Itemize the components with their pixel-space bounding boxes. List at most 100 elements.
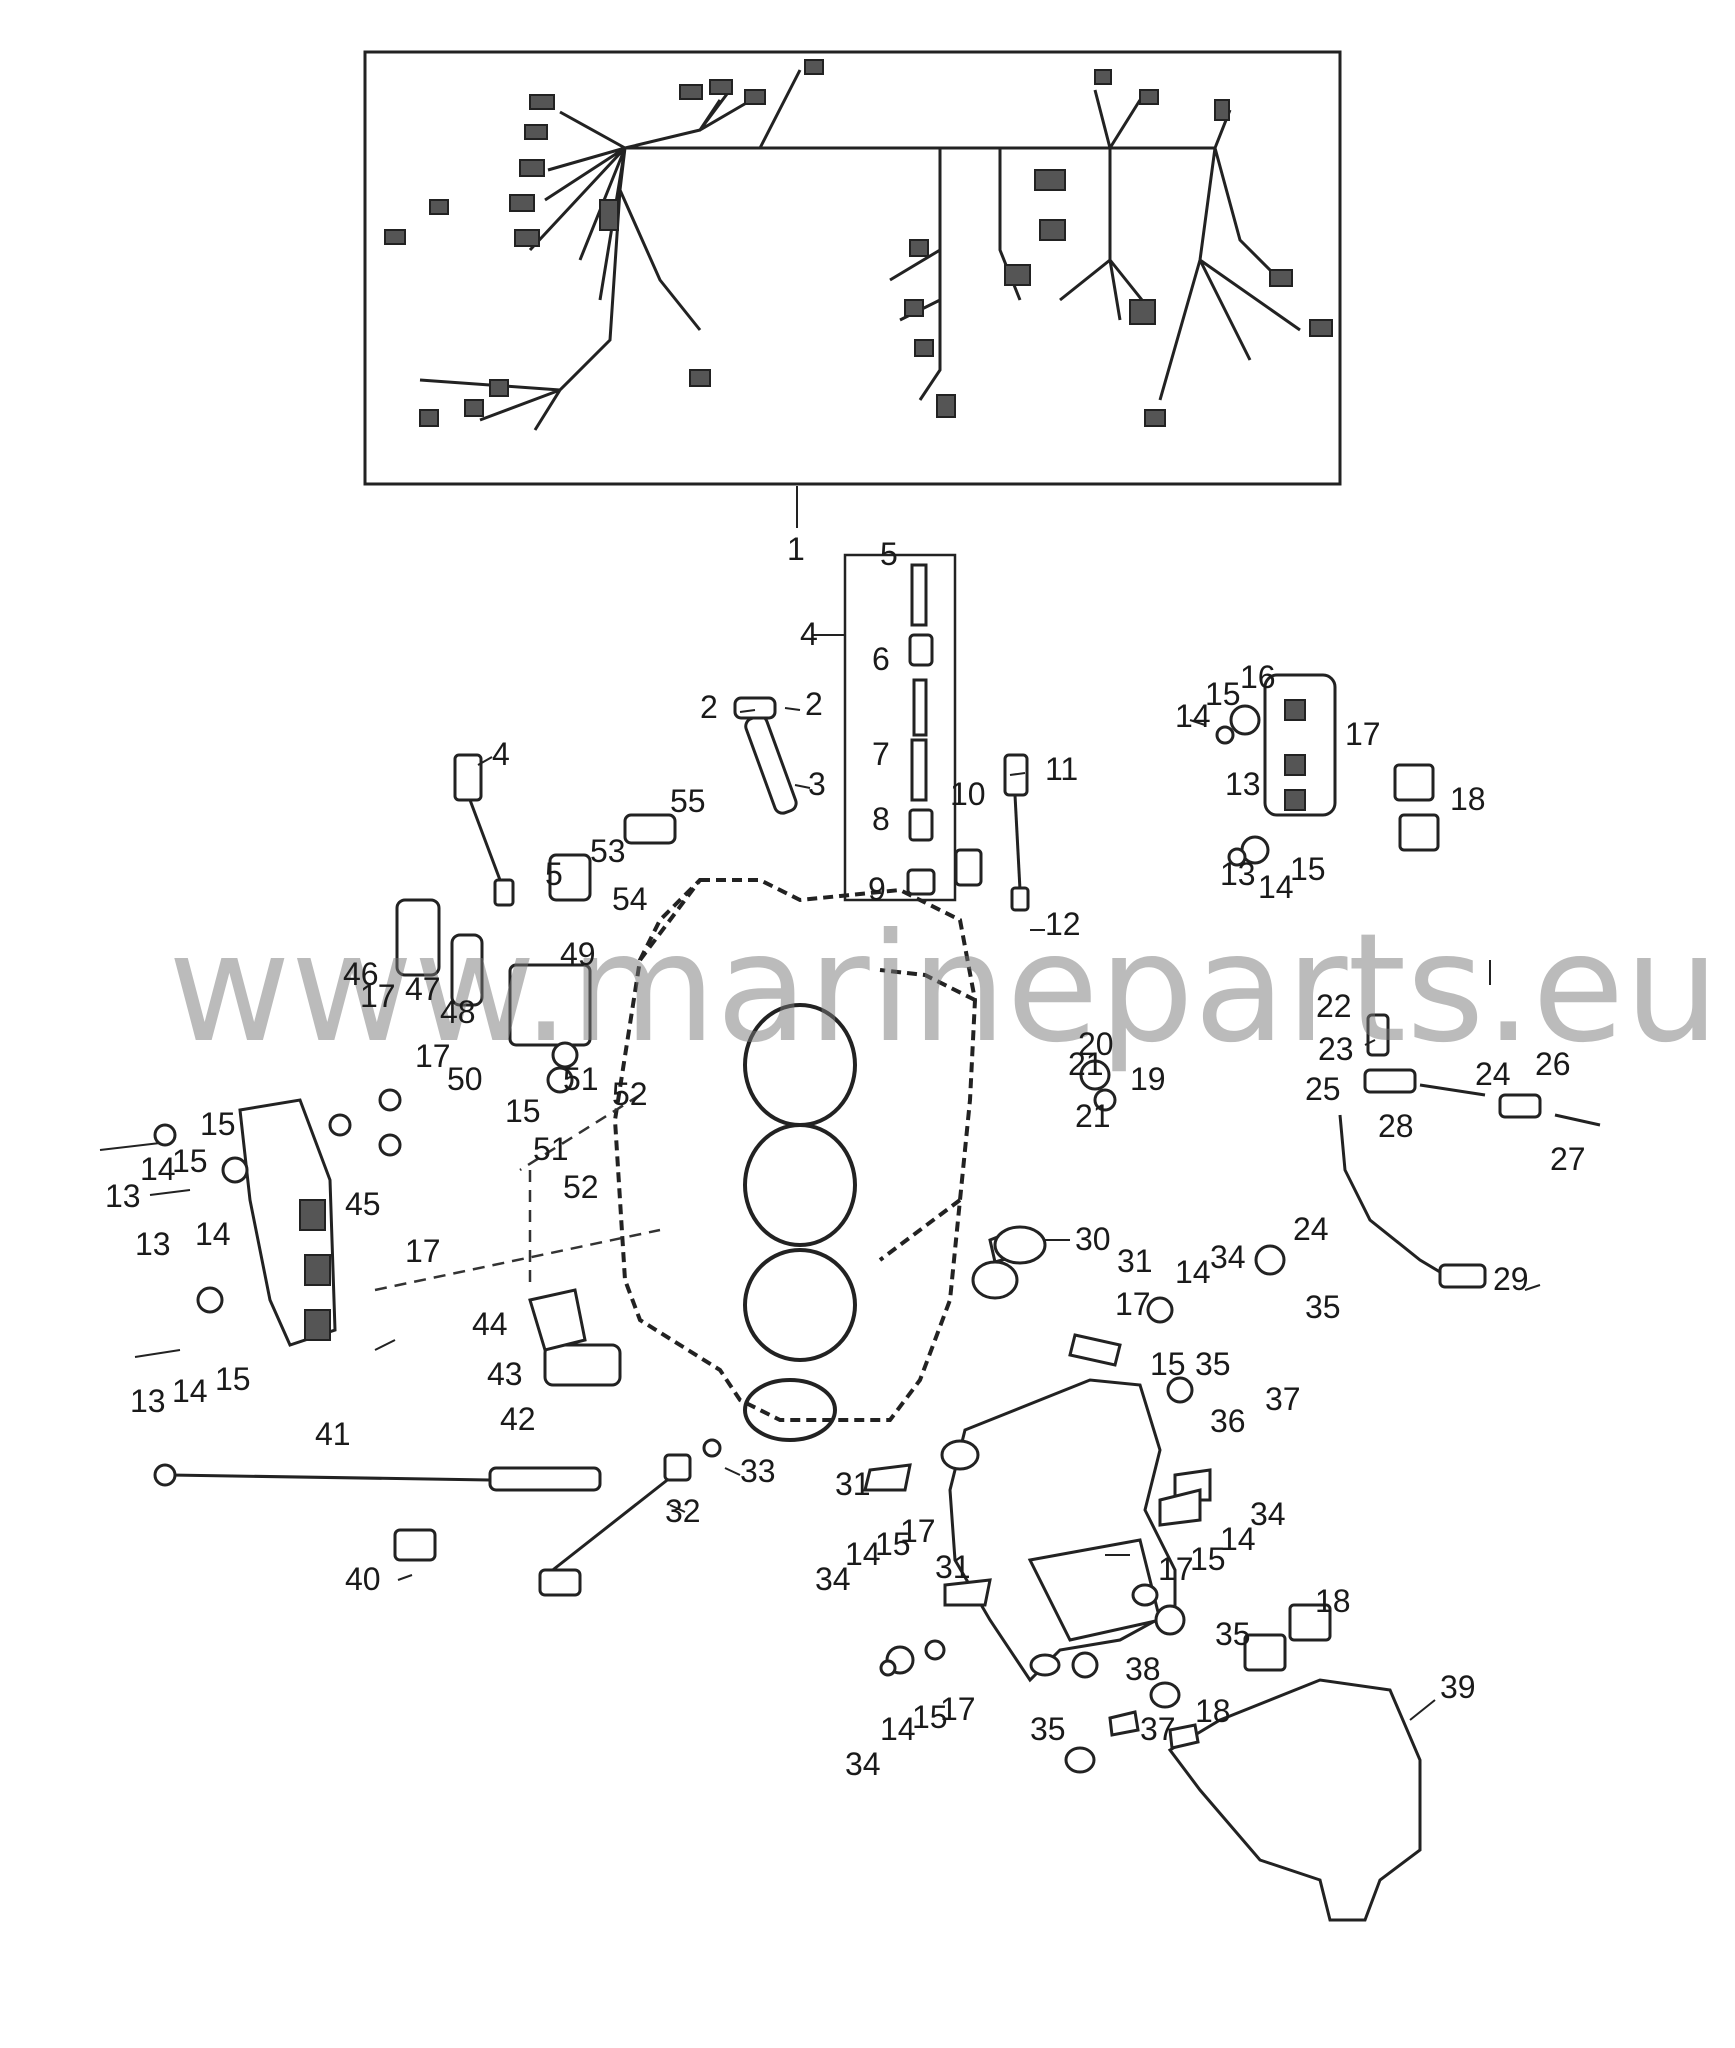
- crank-and-knock-sensors: [153, 1093, 722, 1597]
- callout-13b: 13: [1220, 856, 1256, 892]
- callout-14f: 14: [1175, 1254, 1211, 1290]
- callout-40: 40: [345, 1561, 381, 1597]
- callout-31c: 31: [935, 1549, 971, 1585]
- engine-block-outline: [612, 878, 978, 1442]
- callout-13c: 13: [105, 1178, 141, 1214]
- callout-17a: 17: [1345, 716, 1381, 752]
- callout-44: 44: [472, 1306, 508, 1342]
- callout-18b: 18: [1315, 1583, 1351, 1619]
- callout-34a: 34: [1210, 1239, 1246, 1275]
- callout-18a: 18: [1450, 781, 1486, 817]
- callout-14h: 14: [1220, 1521, 1256, 1557]
- callout-24a: 24: [1475, 1056, 1511, 1092]
- callout-7: 7: [872, 736, 890, 772]
- callout-33: 33: [740, 1453, 776, 1489]
- relay-cover: [879, 1603, 1422, 1922]
- callout-14a: 14: [1175, 698, 1211, 734]
- callout-42: 42: [500, 1401, 536, 1437]
- callout-48: 48: [440, 994, 476, 1030]
- callout-51b: 51: [533, 1131, 569, 1167]
- callout-16: 16: [1240, 659, 1276, 695]
- callout-15a: 15: [1205, 676, 1241, 712]
- callout-35a: 35: [1305, 1289, 1341, 1325]
- callout-30: 30: [1075, 1221, 1111, 1257]
- callout-31b: 31: [835, 1466, 871, 1502]
- callout-14g: 14: [845, 1536, 881, 1572]
- callout-20: 20: [1078, 1026, 1114, 1062]
- callout-34d: 34: [845, 1746, 881, 1782]
- callout-22: 22: [1316, 988, 1352, 1024]
- callout-37a: 37: [1265, 1381, 1301, 1417]
- callout-47: 47: [405, 971, 441, 1007]
- callout-15c: 15: [200, 1106, 236, 1142]
- callout-35c: 35: [1215, 1616, 1251, 1652]
- wiring-harness-assembly: [363, 50, 1342, 528]
- callout-15b: 15: [1290, 851, 1326, 887]
- callout-25: 25: [1305, 1071, 1341, 1107]
- callout-3: 3: [808, 766, 826, 802]
- callout-27: 27: [1550, 1141, 1586, 1177]
- callout-15j: 15: [912, 1699, 948, 1735]
- callout-13e: 13: [130, 1383, 166, 1419]
- callout-13a: 13: [1225, 766, 1261, 802]
- callout-17c: 17: [415, 1038, 451, 1074]
- leader-lines: [374, 707, 1541, 1721]
- callout-24b: 24: [1293, 1211, 1329, 1247]
- callout-11: 11: [1045, 751, 1078, 787]
- callout-17b: 17: [360, 978, 396, 1014]
- callout-14i: 14: [880, 1711, 916, 1747]
- callout-14d: 14: [195, 1216, 231, 1252]
- callout-36: 36: [1210, 1403, 1246, 1439]
- callout-15e: 15: [215, 1361, 251, 1397]
- callout-1: 1: [787, 531, 805, 567]
- watermark: www.marineparts.eu: [168, 902, 1720, 1076]
- callout-35b: 35: [1195, 1346, 1231, 1382]
- callout-55: 55: [670, 783, 706, 819]
- callout-5a: 5: [880, 536, 898, 572]
- callout-28: 28: [1378, 1108, 1414, 1144]
- callout-23: 23: [1318, 1031, 1354, 1067]
- sensor-kit-box: [812, 553, 957, 902]
- callout-41: 41: [315, 1416, 351, 1452]
- callout-17f: 17: [900, 1513, 936, 1549]
- callout-13d: 13: [135, 1226, 171, 1262]
- callout-9: 9: [868, 871, 886, 907]
- callout-26: 26: [1535, 1046, 1571, 1082]
- callout-17h: 17: [940, 1691, 976, 1727]
- callout-45: 45: [345, 1186, 381, 1222]
- callout-4a: 4: [800, 616, 818, 652]
- callout-12: 12: [1045, 906, 1081, 942]
- sensors-left: [328, 696, 1117, 1157]
- callout-52b: 52: [563, 1169, 599, 1205]
- callout-15h: 15: [875, 1526, 911, 1562]
- callout-15f: 15: [505, 1093, 541, 1129]
- callout-39: 39: [1440, 1669, 1476, 1705]
- bracket-assembly: [863, 1225, 1286, 1683]
- callout-labels: 1 2 2 3 4 4 5 5 6 7 8 9 10 11 12 13 13 1…: [105, 531, 1586, 1782]
- callout-29: 29: [1493, 1261, 1529, 1297]
- callout-51a: 51: [563, 1061, 599, 1097]
- ecm-module: [99, 1098, 661, 1358]
- callout-31a: 31: [1117, 1243, 1153, 1279]
- callout-21b: 21: [1075, 1098, 1111, 1134]
- callout-43: 43: [487, 1356, 523, 1392]
- callout-52a: 52: [612, 1076, 648, 1112]
- callout-17g: 17: [1158, 1551, 1194, 1587]
- callout-38: 38: [1125, 1651, 1161, 1687]
- callout-18c: 18: [1195, 1693, 1231, 1729]
- callout-5b: 5: [545, 856, 563, 892]
- callout-8: 8: [872, 801, 890, 837]
- callout-49: 49: [560, 936, 596, 972]
- callout-34c: 34: [815, 1561, 851, 1597]
- callout-14e: 14: [172, 1373, 208, 1409]
- callout-54: 54: [612, 881, 648, 917]
- callout-10: 10: [950, 776, 986, 812]
- callout-14c: 14: [140, 1151, 176, 1187]
- callout-17e: 17: [1115, 1286, 1151, 1322]
- callout-46: 46: [343, 956, 379, 992]
- callout-37b: 37: [1140, 1711, 1176, 1747]
- callout-17d: 17: [405, 1233, 441, 1269]
- callout-15i: 15: [1190, 1541, 1226, 1577]
- callout-53: 53: [590, 833, 626, 869]
